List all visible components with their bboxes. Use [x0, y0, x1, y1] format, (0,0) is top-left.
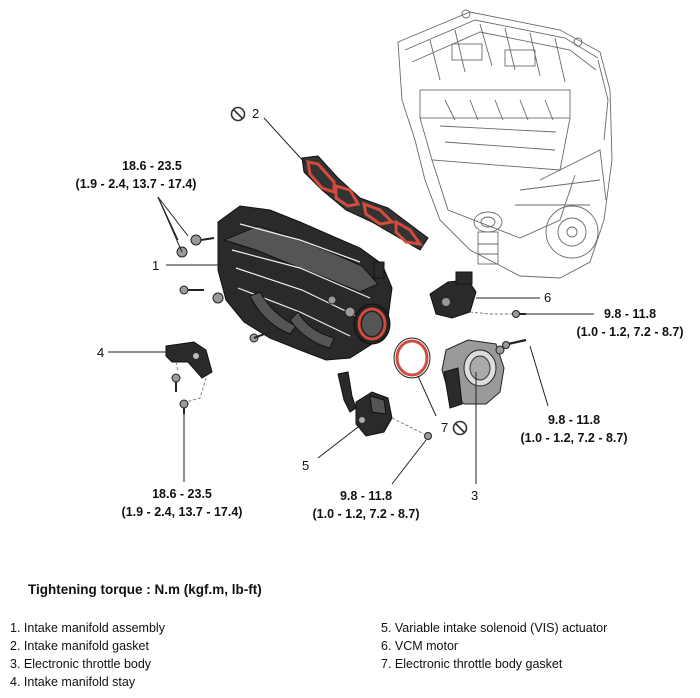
vis-actuator: [337, 371, 432, 440]
callout-4: 4: [97, 345, 104, 360]
vcm-motor: [429, 271, 526, 319]
do-not-reuse-icon: [452, 420, 468, 436]
torque-right-lower-nm: 9.8 - 11.8: [548, 413, 600, 427]
torque-bottom-left-alt: (1.9 - 2.4, 13.7 - 17.4): [122, 505, 243, 519]
legend-item: 6. VCM motor: [381, 639, 459, 653]
exploded-diagram: 2 1 4 6 7 5 3 18.6 - 23.5 (1.9 - 2.4, 13…: [76, 9, 684, 521]
legend-item: 2. Intake manifold gasket: [10, 639, 149, 653]
leader-lines: [108, 117, 594, 485]
torque-right-upper-alt: (1.0 - 1.2, 7.2 - 8.7): [577, 325, 684, 339]
legend-item: 4. Intake manifold stay: [10, 675, 136, 689]
parts-legend-right: 5. Variable intake solenoid (VIS) actuat…: [381, 619, 607, 673]
callout-3: 3: [471, 488, 478, 503]
callout-7: 7: [441, 420, 448, 435]
legend-item: 5. Variable intake solenoid (VIS) actuat…: [381, 621, 608, 635]
throttle-gasket-ring: [395, 339, 429, 377]
callout-6: 6: [544, 290, 551, 305]
torque-bottom-mid-nm: 9.8 - 11.8: [340, 489, 392, 503]
torque-right-upper-nm: 9.8 - 11.8: [604, 307, 656, 321]
torque-right-lower-alt: (1.0 - 1.2, 7.2 - 8.7): [521, 431, 628, 445]
torque-top-left-alt: (1.9 - 2.4, 13.7 - 17.4): [76, 177, 197, 191]
parts-legend-left: 1. Intake manifold assembly 2. Intake ma…: [10, 619, 165, 691]
callout-2: 2: [252, 106, 259, 121]
do-not-reuse-icon: [230, 106, 246, 122]
legend-item: 3. Electronic throttle body: [10, 657, 152, 671]
tightening-torque-title: Tightening torque : N.m (kgf.m, lb-ft): [28, 582, 262, 597]
electronic-throttle-body: [441, 338, 527, 409]
intake-manifold-assembly: [217, 205, 393, 361]
torque-bottom-left-nm: 18.6 - 23.5: [152, 487, 212, 501]
manifold-bolts: [176, 234, 271, 343]
intake-manifold-gasket: [301, 155, 429, 251]
throttle-body-gasket: [393, 337, 431, 379]
intake-manifold-stay: [165, 341, 213, 414]
torque-top-left-nm: 18.6 - 23.5: [122, 159, 182, 173]
torque-bottom-mid-alt: (1.0 - 1.2, 7.2 - 8.7): [313, 507, 420, 521]
engine-block-outline: [397, 9, 613, 279]
callout-5: 5: [302, 458, 309, 473]
legend-item: 7. Electronic throttle body gasket: [381, 657, 563, 671]
legend-item: 1. Intake manifold assembly: [10, 621, 165, 635]
callout-1: 1: [152, 258, 159, 273]
